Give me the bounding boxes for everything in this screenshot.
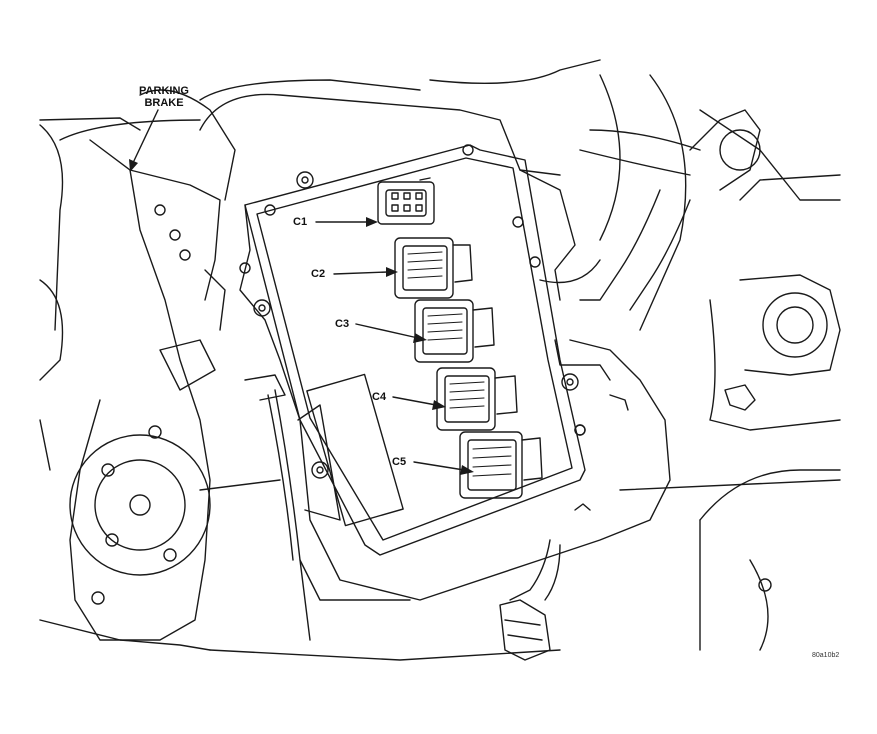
parking-brake-leader (129, 109, 159, 172)
parking-brake-label: PARKING BRAKE (128, 85, 200, 109)
connector-c2 (394, 237, 473, 299)
lower-harness-connector (499, 539, 561, 661)
arrow-c1 (366, 217, 378, 227)
connector-label-c4: C4 (372, 391, 387, 403)
connector-label-c5: C5 (392, 456, 407, 468)
figure-id: 80a10b2 (812, 652, 840, 659)
arrow-c4 (432, 400, 446, 410)
arrow-c2 (386, 267, 398, 277)
vehicle-structure (39, 59, 841, 661)
arrow-c3 (413, 333, 427, 343)
connector-c1 (377, 177, 435, 225)
leader-arrows (315, 217, 474, 475)
connector-c4 (436, 367, 518, 431)
connector-label-c2: C2 (311, 268, 326, 280)
mounting-bracket (199, 93, 671, 601)
arrow-c5 (460, 465, 474, 475)
parking-brake-assembly (69, 139, 226, 641)
body-control-module (239, 144, 586, 556)
cable (244, 374, 311, 641)
connector-c3 (414, 299, 495, 363)
connector-c5 (459, 431, 543, 499)
parking-brake-label-line2: BRAKE (144, 97, 184, 109)
wiring-harness (539, 109, 761, 311)
connector-label-c3: C3 (335, 318, 350, 330)
connector-label-c1: C1 (293, 216, 308, 228)
parking-brake-label-line1: PARKING (139, 85, 189, 97)
steering-column (724, 274, 841, 592)
